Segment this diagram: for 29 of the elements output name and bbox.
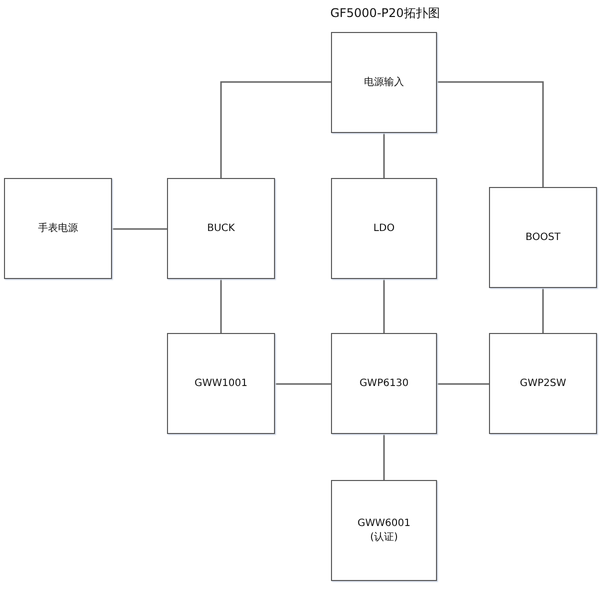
block-label: 电源输入 (364, 76, 404, 90)
block-box (331, 178, 437, 279)
connector-line (112, 228, 167, 230)
block-box (167, 178, 275, 279)
connector-line (220, 81, 331, 178)
block-box (331, 480, 437, 581)
diagram-title: GF5000-P20拓扑图 (329, 5, 441, 22)
block-box (331, 333, 437, 434)
connector-line (437, 383, 489, 385)
block-label: GWP6130 (359, 376, 409, 390)
block-label: BUCK (207, 222, 235, 236)
block-label: GWP2SW (520, 376, 566, 390)
block-label: GWW1001 (194, 376, 248, 390)
connector-line (383, 434, 385, 480)
connector-line (437, 81, 544, 187)
block-label: 手表电源 (38, 222, 78, 236)
connector-line (542, 288, 544, 333)
block-box (489, 187, 597, 288)
block-label: LDO (373, 222, 395, 236)
block-label: BOOST (526, 230, 560, 244)
block-box (167, 333, 275, 434)
block-label: GWW6001 (认证) (356, 516, 412, 544)
connector-line (275, 383, 331, 385)
connector-line (220, 279, 222, 333)
block-box (489, 333, 597, 434)
connector-line (383, 279, 385, 333)
block-box (331, 32, 437, 133)
block-box (4, 178, 112, 279)
connector-line (383, 133, 385, 178)
